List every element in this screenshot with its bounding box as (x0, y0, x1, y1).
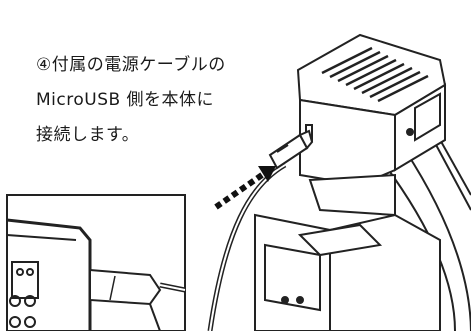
direction-arrow (214, 166, 276, 210)
instruction-line-3: 接続します。 (36, 125, 140, 145)
instruction-line-1: ④付属の電源ケーブルの (36, 55, 226, 75)
instruction-line-2: MicroUSB 側を本体に (36, 90, 215, 110)
vent-slits (321, 46, 429, 103)
instruction-text: ④付属の電源ケーブルの MicroUSB 側を本体に 接続します。 (36, 48, 226, 153)
device-body (296, 33, 447, 217)
microusb-plug (268, 129, 314, 170)
device-stand (254, 213, 441, 331)
inset-detail-view (6, 194, 186, 331)
